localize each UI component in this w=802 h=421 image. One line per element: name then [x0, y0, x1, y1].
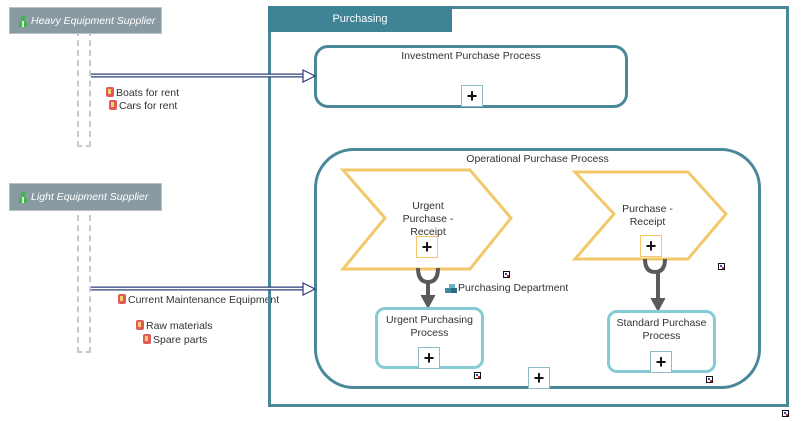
participant-name: Light Equipment Supplier	[31, 191, 149, 203]
subprocess-title: Urgent Purchasing Process	[386, 314, 473, 339]
message-item: Cars for rent	[109, 100, 177, 113]
investment-purchase-process[interactable]: Investment Purchase Process +	[314, 45, 628, 108]
expand-button[interactable]: +	[418, 347, 440, 369]
message-flow-heavy[interactable]	[91, 69, 317, 83]
document-icon	[143, 334, 151, 344]
assignment-link-icon[interactable]	[474, 372, 481, 379]
message-item: Raw materials	[136, 320, 213, 333]
urgent-purchasing-process[interactable]: Urgent Purchasing Process +	[375, 307, 484, 369]
expand-button[interactable]: +	[528, 367, 550, 389]
expand-button[interactable]: +	[650, 351, 672, 373]
light-supplier-lifeline	[77, 205, 91, 353]
subprocess-title: Standard Purchase Process	[616, 317, 707, 342]
heavy-supplier-lifeline	[77, 30, 91, 147]
expand-button[interactable]: +	[461, 85, 483, 107]
message-flow-light[interactable]	[91, 282, 317, 296]
connector-urgent	[416, 267, 440, 310]
value-chain-purchase-receipt	[571, 170, 728, 261]
value-chain-urgent-purchase-receipt	[339, 168, 513, 271]
expand-button[interactable]: +	[416, 236, 438, 258]
person-icon	[19, 191, 27, 203]
assignment-link-icon[interactable]	[782, 410, 789, 417]
expand-button[interactable]: +	[640, 235, 662, 257]
pool-title: Purchasing	[332, 13, 388, 25]
value-chain-label: Urgent Purchase - Receipt	[402, 200, 454, 238]
pool-title-tab[interactable]: Purchasing	[268, 6, 452, 32]
participant-heavy-equipment-supplier[interactable]: Heavy Equipment Supplier	[9, 7, 162, 34]
org-unit-icon	[445, 284, 457, 293]
assignment-link-icon[interactable]	[706, 376, 713, 383]
document-icon	[136, 320, 144, 330]
assignment-link-icon[interactable]	[503, 271, 510, 278]
value-chain-label: Purchase - Receipt	[622, 203, 673, 228]
document-icon	[118, 294, 126, 304]
message-item: Spare parts	[143, 334, 207, 347]
purchasing-pool[interactable]	[268, 6, 789, 407]
person-icon	[19, 15, 27, 27]
message-item: Current Maintenance Equipment	[118, 294, 279, 307]
message-item: Boats for rent	[106, 87, 179, 100]
process-title: Operational Purchase Process	[466, 153, 609, 165]
participant-light-equipment-supplier[interactable]: Light Equipment Supplier	[9, 183, 162, 211]
standard-purchase-process[interactable]: Standard Purchase Process +	[607, 310, 716, 373]
org-unit-purchasing-department[interactable]: Purchasing Department	[458, 282, 569, 294]
process-title: Investment Purchase Process	[401, 50, 541, 62]
document-icon	[109, 100, 117, 110]
assignment-link-icon[interactable]	[718, 263, 725, 270]
participant-name: Heavy Equipment Supplier	[31, 14, 156, 27]
document-icon	[106, 87, 114, 97]
connector-standard	[643, 258, 667, 313]
